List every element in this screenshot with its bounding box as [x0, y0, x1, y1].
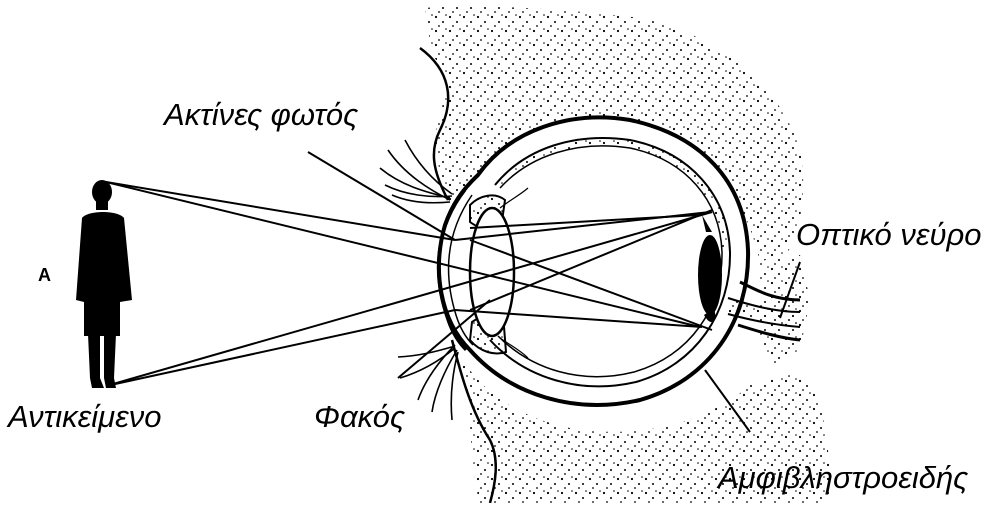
label-lens: Φακός	[314, 401, 405, 432]
label-retina: Αμφιβληστροειδής	[718, 462, 968, 493]
label-object: Αντικείμενο	[8, 401, 161, 432]
object-silhouette	[76, 180, 132, 388]
label-light-rays: Ακτίνες φωτός	[164, 99, 358, 130]
label-marker-a: A	[38, 266, 51, 284]
label-optic-nerve: Οπτικό νεύρο	[796, 219, 982, 250]
eyelashes-lower	[398, 345, 458, 420]
